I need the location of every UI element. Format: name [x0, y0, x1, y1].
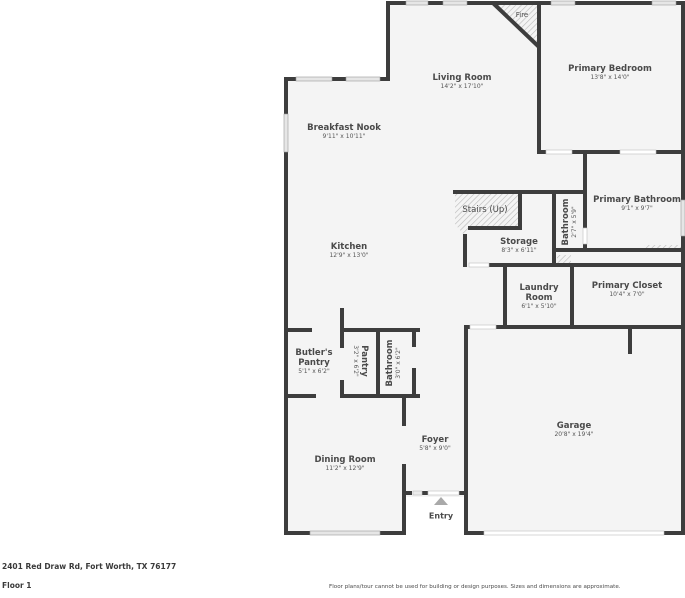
entry-label: Entry — [428, 511, 454, 521]
small-hatch-1 — [557, 255, 571, 265]
room-name: Garage — [556, 421, 592, 431]
room-dimensions: 3'2" x 6'2" — [352, 345, 359, 377]
room-label-breakfast-nook: Breakfast Nook 9'11" x 10'11" — [307, 123, 381, 141]
room-label-bathroom-lower: Bathroom 3'0" x 6'2" — [385, 339, 403, 386]
room-name-line2: Room — [525, 293, 553, 303]
room-dimensions: 9'1" x 9'7" — [621, 205, 653, 212]
room-name: Bathroom — [385, 339, 395, 387]
room-label-primary-bedroom: Primary Bedroom 13'8" x 14'0" — [568, 64, 652, 82]
room-name-line1: Laundry — [519, 283, 559, 293]
room-dimensions: 13'8" x 14'0" — [590, 74, 630, 81]
room-dimensions: 5'1" x 6'2" — [298, 368, 330, 375]
entry-arrow-icon — [434, 497, 448, 505]
room-label-foyer: Foyer 5'8" x 9'0" — [419, 435, 450, 453]
floor-label: Floor 1 — [2, 581, 32, 590]
room-name: Stairs (Up) — [462, 205, 508, 215]
room-label-primary-closet: Primary Closet 10'4" x 7'0" — [592, 281, 663, 299]
disclaimer: Floor plans/tour cannot be used for buil… — [329, 584, 621, 590]
room-name: Living Room — [432, 73, 492, 83]
room-dimensions: 14'2" x 17'10" — [440, 83, 484, 90]
room-dimensions: 9'11" x 10'11" — [322, 133, 366, 140]
floor-area — [286, 3, 683, 533]
room-label-dining-room: Dining Room 11'2" x 12'9" — [314, 455, 375, 473]
stairs-hatch — [455, 192, 520, 236]
room-name: Pantry — [359, 345, 369, 377]
room-name: Kitchen — [330, 242, 368, 252]
room-name: Storage — [500, 237, 538, 247]
room-label-laundry-room: Laundry Room 6'1" x 5'10" — [519, 283, 558, 311]
windows — [283, 0, 685, 536]
room-label-primary-bathroom: Primary Bathroom 9'1" x 9'7" — [593, 195, 681, 213]
room-label-pantry: Pantry 3'2" x 6'2" — [351, 345, 369, 377]
room-name: Primary Bathroom — [593, 195, 681, 205]
room-name: Foyer — [421, 435, 449, 445]
room-label-bathroom-upper: Bathroom 2'7" x 5'9" — [561, 198, 579, 245]
room-label-storage: Storage 8'3" x 6'11" — [500, 237, 538, 255]
room-label-fireplace: Fire — [516, 11, 529, 19]
room-dimensions: 8'3" x 6'11" — [501, 247, 537, 254]
room-dimensions: 12'9" x 13'0" — [329, 252, 369, 259]
property-address: 2401 Red Draw Rd, Fort Worth, TX 76177 — [2, 562, 177, 571]
room-name: Breakfast Nook — [307, 123, 381, 133]
room-name-line2: Pantry — [298, 358, 330, 368]
room-label-garage: Garage 20'8" x 19'4" — [554, 421, 593, 439]
room-label-stairs: Stairs (Up) — [462, 205, 507, 215]
room-name: Primary Closet — [591, 281, 663, 291]
room-name: Primary Bedroom — [568, 64, 652, 74]
room-name: Dining Room — [314, 455, 376, 465]
room-dimensions: 20'8" x 19'4" — [554, 431, 594, 438]
room-label-butlers-pantry: Butler's Pantry 5'1" x 6'2" — [295, 348, 332, 376]
room-name-line1: Butler's — [295, 348, 333, 358]
room-label-living-room: Living Room 14'2" x 17'10" — [433, 73, 492, 91]
room-name: Bathroom — [561, 198, 571, 246]
door-openings — [412, 149, 665, 536]
room-dimensions: 10'4" x 7'0" — [609, 291, 645, 298]
room-dimensions: 3'0" x 6'2" — [395, 347, 402, 379]
room-dimensions: 6'1" x 5'10" — [521, 303, 557, 310]
room-name: Fire — [515, 11, 529, 19]
room-label-kitchen: Kitchen 12'9" x 13'0" — [329, 242, 368, 260]
room-dimensions: 5'8" x 9'0" — [419, 445, 451, 452]
room-dimensions: 11'2" x 12'9" — [325, 465, 365, 472]
room-dimensions: 2'7" x 5'9" — [571, 206, 578, 238]
